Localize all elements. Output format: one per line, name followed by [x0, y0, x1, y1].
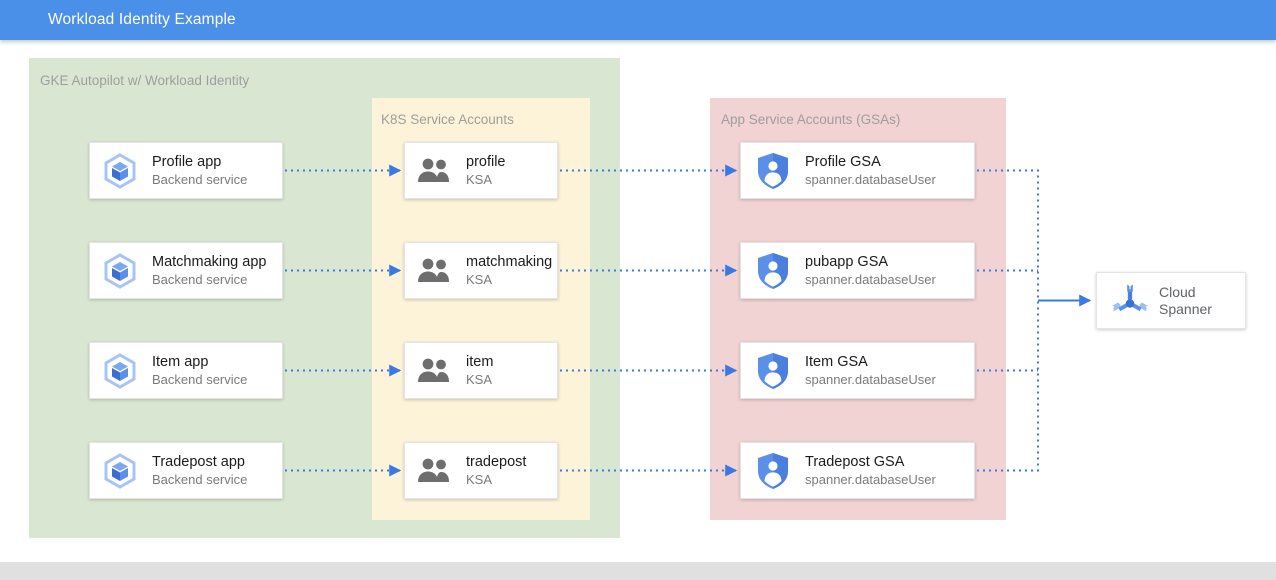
card-title-line-1: Cloud [1159, 283, 1196, 300]
card-title: tradepost [466, 453, 527, 470]
card-app-profile-text: Profile app Backend service [152, 153, 247, 189]
card-cloud-spanner[interactable]: Cloud Spanner [1096, 272, 1246, 329]
card-subtitle: KSA [466, 171, 493, 187]
card-ksa-matchmaking-text: matchmaking KSA [466, 253, 552, 289]
shield-user-icon [755, 252, 791, 290]
card-gsa-profile-text: Profile GSA spanner.databaseUser [805, 153, 936, 189]
card-ksa-tradepost[interactable]: tradepost KSA [404, 442, 558, 499]
card-title: Profile app [152, 153, 222, 170]
card-subtitle: KSA [466, 471, 493, 487]
page-title: Workload Identity Example [48, 11, 236, 28]
group-ksa-label: K8S Service Accounts [381, 112, 514, 127]
card-gsa-pubapp-text: pubapp GSA spanner.databaseUser [805, 253, 936, 289]
card-title: Tradepost app [152, 453, 245, 470]
people-icon [416, 154, 452, 188]
card-ksa-item[interactable]: item KSA [404, 342, 558, 399]
card-subtitle: spanner.databaseUser [805, 171, 936, 187]
card-subtitle: KSA [466, 271, 493, 287]
card-subtitle: spanner.databaseUser [805, 371, 936, 387]
card-app-matchmaking[interactable]: Matchmaking app Backend service [89, 242, 283, 299]
card-subtitle: Backend service [152, 371, 248, 387]
card-app-matchmaking-text: Matchmaking app Backend service [152, 253, 266, 289]
card-title: profile [466, 153, 506, 170]
diagram-canvas: GKE Autopilot w/ Workload Identity K8S S… [0, 40, 1276, 562]
card-gsa-tradepost[interactable]: Tradepost GSA spanner.databaseUser [740, 442, 975, 499]
gke-cube-icon [100, 151, 140, 191]
app-header-bar: Workload Identity Example [0, 0, 1276, 40]
gke-cube-icon [100, 351, 140, 391]
card-app-profile[interactable]: Profile app Backend service [89, 142, 283, 199]
card-subtitle: Backend service [152, 271, 248, 287]
card-gsa-item-text: Item GSA spanner.databaseUser [805, 353, 936, 389]
cloud-spanner-icon [1109, 281, 1151, 321]
card-title: Tradepost GSA [805, 453, 905, 470]
card-title: Profile GSA [805, 153, 881, 170]
footer-bar [0, 562, 1276, 580]
card-cloud-spanner-text: Cloud Spanner [1159, 284, 1212, 318]
people-icon [416, 254, 452, 288]
card-app-item[interactable]: Item app Backend service [89, 342, 283, 399]
card-title: pubapp GSA [805, 253, 889, 270]
card-ksa-tradepost-text: tradepost KSA [466, 453, 526, 489]
card-title: Item app [152, 353, 209, 370]
card-subtitle: spanner.databaseUser [805, 471, 936, 487]
card-gsa-item[interactable]: Item GSA spanner.databaseUser [740, 342, 975, 399]
card-ksa-profile-text: profile KSA [466, 153, 506, 189]
card-subtitle: Backend service [152, 171, 248, 187]
card-app-item-text: Item app Backend service [152, 353, 247, 389]
gke-cube-icon [100, 451, 140, 491]
card-title: matchmaking [466, 253, 553, 270]
card-ksa-matchmaking[interactable]: matchmaking KSA [404, 242, 558, 299]
card-app-tradepost-text: Tradepost app Backend service [152, 453, 247, 489]
card-title: Matchmaking app [152, 253, 267, 270]
card-ksa-profile[interactable]: profile KSA [404, 142, 558, 199]
shield-user-icon [755, 352, 791, 390]
card-title: item [466, 353, 494, 370]
card-subtitle: Backend service [152, 471, 248, 487]
card-gsa-profile[interactable]: Profile GSA spanner.databaseUser [740, 142, 975, 199]
shield-user-icon [755, 152, 791, 190]
card-subtitle: spanner.databaseUser [805, 271, 936, 287]
card-title-line-2: Spanner [1159, 300, 1212, 317]
group-gke-label: GKE Autopilot w/ Workload Identity [40, 73, 250, 88]
people-icon [416, 454, 452, 488]
card-gsa-pubapp[interactable]: pubapp GSA spanner.databaseUser [740, 242, 975, 299]
card-title: Item GSA [805, 353, 868, 370]
gke-cube-icon [100, 251, 140, 291]
card-gsa-tradepost-text: Tradepost GSA spanner.databaseUser [805, 453, 936, 489]
card-subtitle: KSA [466, 371, 493, 387]
card-ksa-item-text: item KSA [466, 353, 493, 389]
card-app-tradepost[interactable]: Tradepost app Backend service [89, 442, 283, 499]
group-gsa-label: App Service Accounts (GSAs) [721, 112, 901, 127]
people-icon [416, 354, 452, 388]
shield-user-icon [755, 452, 791, 490]
